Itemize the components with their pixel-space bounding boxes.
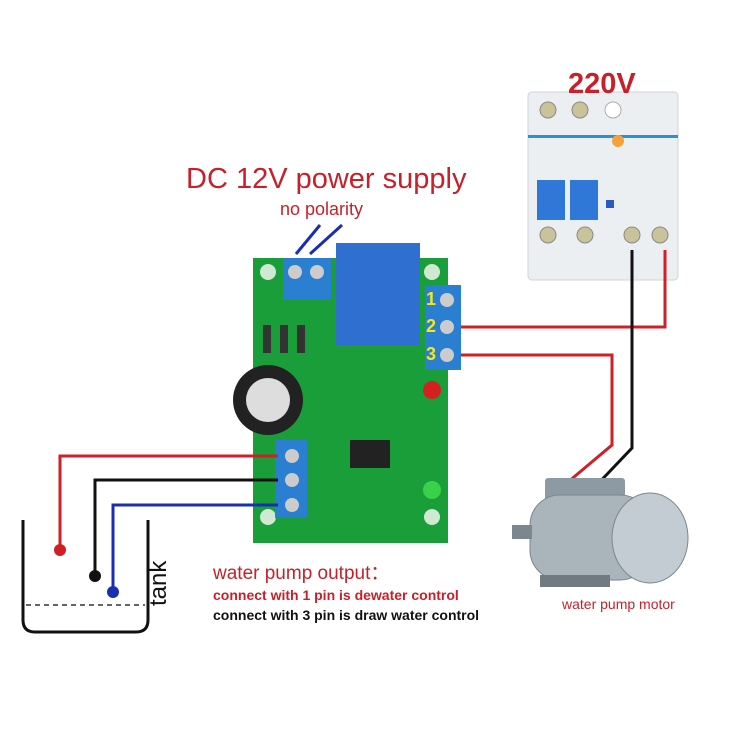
probe-wire-red: [58, 454, 278, 548]
probe-wire-black: [93, 478, 278, 574]
output-title: water pump output：: [213, 563, 390, 584]
wire-red-pin3: [460, 353, 614, 484]
pin-label-3: 3: [426, 344, 437, 364]
tank-outline: [21, 520, 150, 634]
power-lead-2: [308, 223, 344, 256]
water-pump-motor: [512, 478, 689, 587]
no-polarity-label: no polarity: [280, 199, 364, 219]
output-line-pin1: connect with 1 pin is dewater control: [213, 587, 459, 603]
probe-wire-blue: [111, 503, 278, 590]
output-line-pin3: connect with 3 pin is draw water control: [213, 607, 480, 623]
pin-label-2: 2: [426, 316, 437, 336]
controller-board: [233, 243, 461, 543]
power-supply-title: DC 12V power supply: [186, 163, 467, 195]
probe-blue: [107, 586, 119, 598]
wire-red-pin2: [460, 250, 667, 329]
probe-red: [54, 544, 66, 556]
probe-black: [89, 570, 101, 582]
circuit-breaker: [527, 91, 679, 281]
mains-voltage-label: 220V: [568, 68, 636, 100]
pin-label-1: 1: [426, 289, 437, 309]
wire-black-mains: [590, 250, 634, 492]
motor-label: water pump motor: [562, 596, 675, 612]
power-lead-1: [294, 224, 322, 255]
tank-label: tank: [145, 560, 172, 606]
